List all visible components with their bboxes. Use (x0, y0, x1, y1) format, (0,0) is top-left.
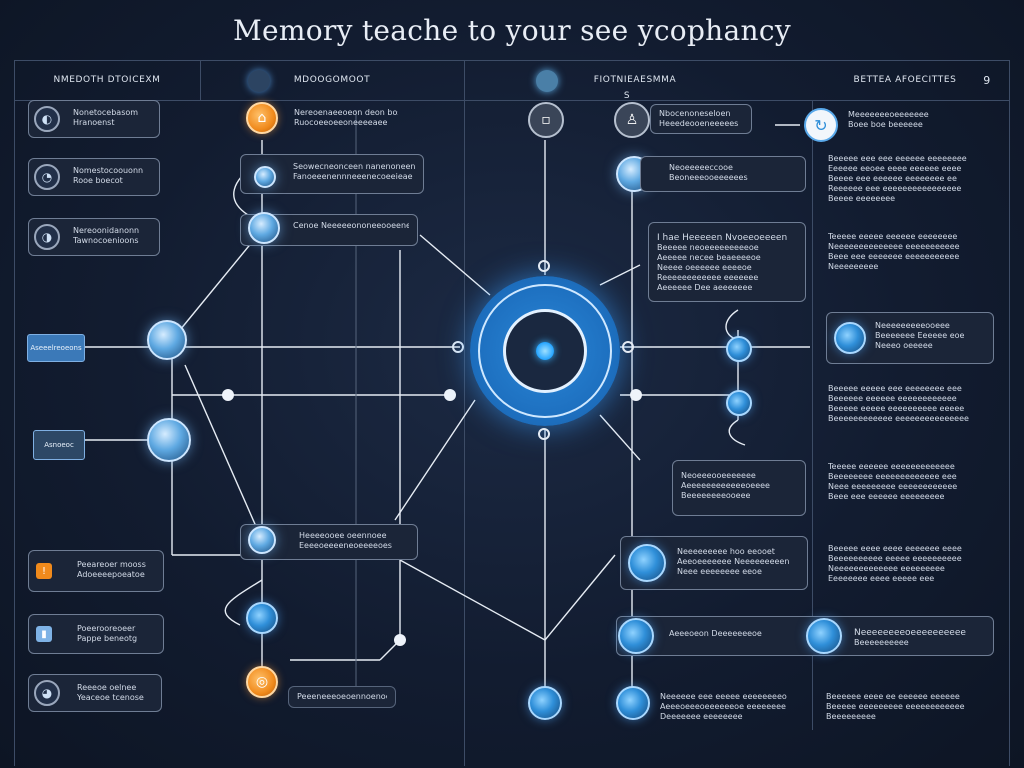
col2-card-4-icon (248, 526, 276, 554)
junction-dot (394, 634, 406, 646)
col4-text-6: Beeeeee eeee ee eeeeee eeeeee Beeeee eee… (826, 692, 965, 721)
col4-card-3: Neeeeeeeeoeeeeeeeeee Beeeeeeeeee (854, 628, 966, 647)
col2-card-2-icon (254, 166, 276, 188)
junction-dot (444, 389, 456, 401)
junction-dot (630, 389, 642, 401)
col4-header-icon: ↻ (804, 108, 838, 142)
left-node-bottom[interactable] (147, 418, 191, 462)
left-bottom-card-3-icon: ◕ (34, 680, 60, 706)
junction-dot (222, 389, 234, 401)
left-card-2-icon: ◔ (34, 164, 60, 190)
col3-node-bottom-2[interactable] (616, 686, 650, 720)
col4-text-1: Beeeee eee eee eeeeee eeeeeeee Eeeeee ee… (828, 154, 967, 203)
header-col-3: FIOTNIEAESMMA (593, 75, 677, 85)
col4-text-2: Teeeee eeeee eeeeee eeeeeeee Neeeeeeeeee… (828, 232, 960, 271)
central-hub-ring (478, 284, 612, 418)
col3-node-bottom-1[interactable] (528, 686, 562, 720)
left-bottom-card-2-icon: ▮ (36, 626, 52, 642)
col2-node-blue[interactable] (246, 602, 278, 634)
header-col-divider-1 (200, 60, 201, 100)
col3-node-blue-2[interactable] (726, 390, 752, 416)
col3-node-grey-2[interactable]: ♙ (614, 102, 650, 138)
col4-card-2-icon (834, 322, 866, 354)
col3-card-7: Neeeeee eee eeeee eeeeeeeeo Aeeeoeeeoeee… (660, 692, 787, 721)
diagram-frame (14, 60, 1010, 766)
orange-node-bottom[interactable]: ◎ (246, 666, 278, 698)
header-col-4: BETTEA AFOECITTES (853, 75, 957, 85)
col2-card-3-icon (248, 212, 280, 244)
header-col-3-sub: S (623, 91, 631, 101)
left-card-1-icon: ◐ (34, 106, 60, 132)
left-badge-1[interactable]: Aseeelreoeons (27, 334, 85, 362)
col4-card-1: Meeeeeeeoeeeeeee Boee boe beeeeee (848, 110, 929, 129)
col2-card-5[interactable]: Peeeneeeoeoennoenoe (288, 686, 396, 708)
header-divider (14, 100, 1010, 101)
page-title: Memory teache to your see ycophancy (233, 14, 791, 47)
header-orb-icon (248, 70, 270, 92)
col3-card-2[interactable]: Neoeeeeeccooe Beoneeeooeeeeees (640, 156, 806, 192)
col4-text-4: Teeeee eeeeee eeeeeeeeeeeee Beeeeeeee ee… (828, 462, 958, 501)
orange-node-top[interactable]: ⌂ (246, 102, 278, 134)
col3-card-3[interactable]: I hae Heeeeen Nvoeeoeeeen Beeeee neoeeee… (648, 222, 806, 302)
left-node-top[interactable] (147, 320, 187, 360)
col3-card-5-icon (628, 544, 666, 582)
header-col-2: MDOOGOMOOT (293, 75, 371, 85)
header-orb-icon-2 (536, 70, 558, 92)
central-hub-core-icon (536, 342, 554, 360)
col3-card-6[interactable]: Aeeeoeon Deeeeeeeoe (616, 616, 994, 656)
col4-text-3: Beeeee eeeee eee eeeeeeee eee Beeeeee ee… (828, 384, 969, 423)
col3-node-blue-1[interactable] (726, 336, 752, 362)
col4-text-5: Beeeee eeee eeee eeeeeee eeee Beeeeeeeee… (828, 544, 962, 583)
col4-node-bottom[interactable] (806, 618, 842, 654)
header-col-4-mark: 9 (983, 73, 991, 87)
junction-ring (622, 341, 634, 353)
left-bottom-card-1-icon: ! (36, 563, 52, 579)
header-col-1: NMEDOTH DTOICEXM (53, 75, 161, 85)
col2-card-1: Nereoenaeeoeon deon bos Ruocoeeoeeoneeee… (294, 108, 398, 127)
left-badge-2[interactable]: Asnoeoc (33, 430, 85, 460)
col3-node-grey-1[interactable]: ▫ (528, 102, 564, 138)
junction-ring (538, 428, 550, 440)
left-card-3-icon: ◑ (34, 224, 60, 250)
junction-ring (538, 260, 550, 272)
right-col-divider (812, 100, 813, 730)
col3-card-6-icon (618, 618, 654, 654)
junction-ring (452, 341, 464, 353)
center-col-divider (464, 60, 465, 766)
col3-card-1[interactable]: Nbocenoneseloen Heeedeooeneeeees (650, 104, 752, 134)
col3-card-4[interactable]: Neoeeeooeeeeeee Aeeeeeeeeeeeeoeeee Beeee… (672, 460, 806, 516)
